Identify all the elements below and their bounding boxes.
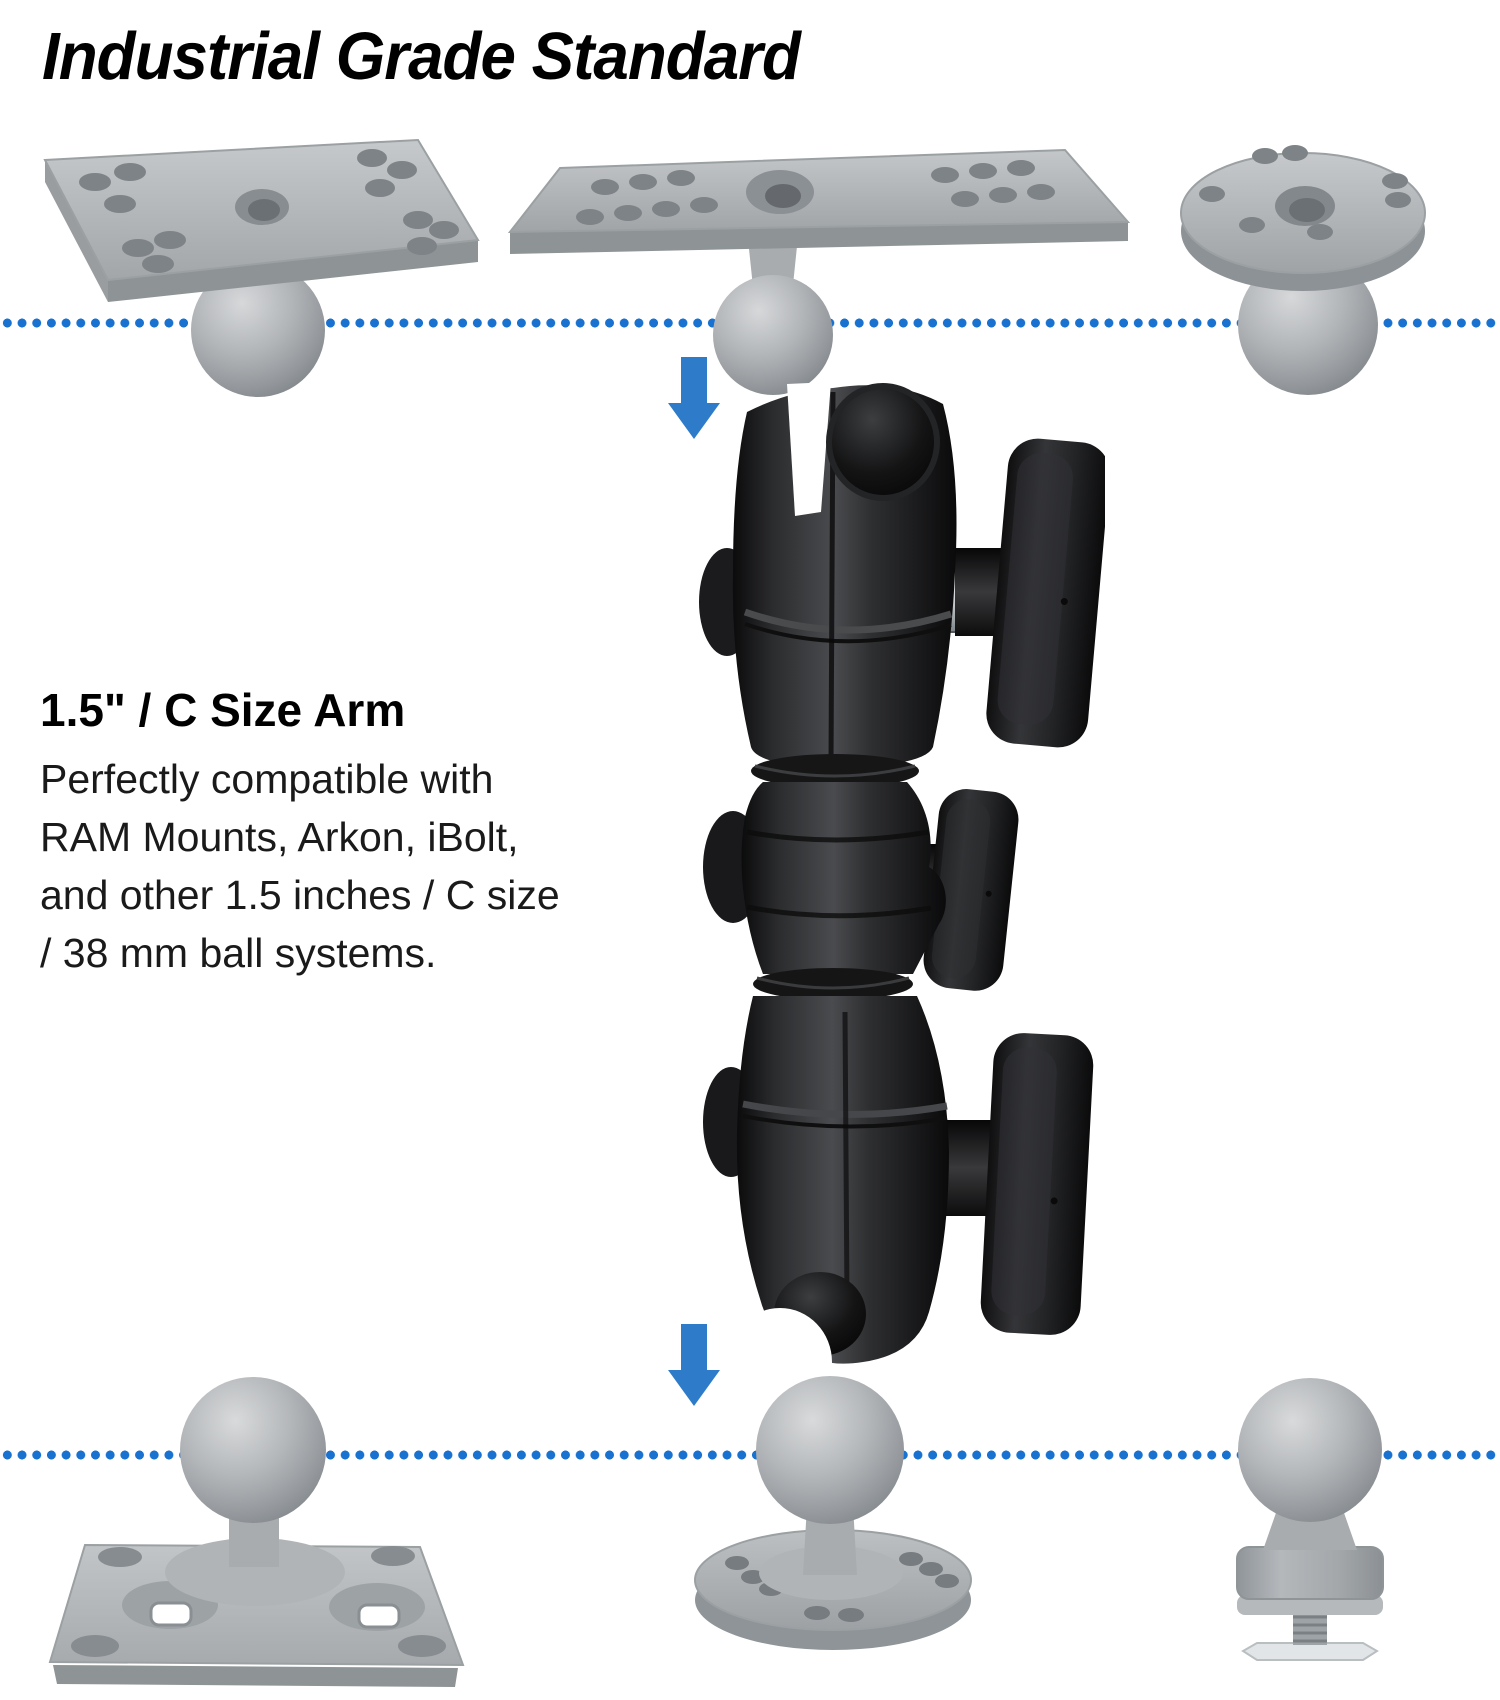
rubber-ball (191, 263, 325, 397)
socket-slot (728, 1308, 832, 1377)
vesa-slot (329, 1583, 425, 1631)
middle-tension-knob (923, 789, 1019, 991)
info-line: RAM Mounts, Arkon, iBolt, (40, 814, 519, 860)
long-rectangular-ball-plate-image (507, 148, 1131, 395)
plate (1180, 145, 1426, 291)
down-arrow-icon (668, 357, 720, 439)
plate (43, 138, 480, 302)
down-arrow-icon (668, 1324, 720, 1406)
rubber-ball (756, 1376, 904, 1524)
upper-socket (699, 382, 1105, 788)
info-text-block: 1.5" / C Size Arm Perfectly compatible w… (40, 684, 660, 982)
ball-adapter-t-bolt-image (1236, 1378, 1384, 1661)
lower-socket (703, 996, 1094, 1377)
rubber-ball (1238, 1378, 1382, 1522)
rubber-ball (180, 1377, 326, 1523)
rubber-ball (713, 275, 833, 395)
round-base (694, 1529, 972, 1650)
t-bolt-plate (1241, 1642, 1379, 1661)
socket-slot (787, 382, 831, 516)
info-heading: 1.5" / C Size Arm (40, 684, 406, 736)
plate (507, 148, 1131, 254)
ball-boss (165, 1538, 345, 1606)
info-line: and other 1.5 inches / C size (40, 872, 560, 918)
round-ball-base-image (694, 1376, 972, 1650)
round-ball-plate-image (1180, 145, 1426, 395)
rubber-ball (1238, 255, 1378, 395)
upper-tension-knob (986, 438, 1105, 748)
bottom-dotted-line (0, 1450, 1500, 1460)
middle-pivot-joint (703, 782, 1019, 1000)
lower-tension-knob (980, 1033, 1094, 1335)
knurled-base-knob (1236, 1546, 1384, 1615)
double-socket-arm-image (699, 382, 1105, 1377)
screw-thread (1293, 1611, 1327, 1645)
square-vesa-ball-base-image (48, 1377, 465, 1687)
ball-neck (1263, 1510, 1357, 1550)
page-title: Industrial Grade Standard (42, 19, 801, 94)
info-line: Perfectly compatible with (40, 756, 494, 802)
socket-cup-opening (826, 383, 940, 501)
info-line: / 38 mm ball systems. (40, 930, 437, 976)
rectangular-ball-plate-image (43, 138, 480, 397)
